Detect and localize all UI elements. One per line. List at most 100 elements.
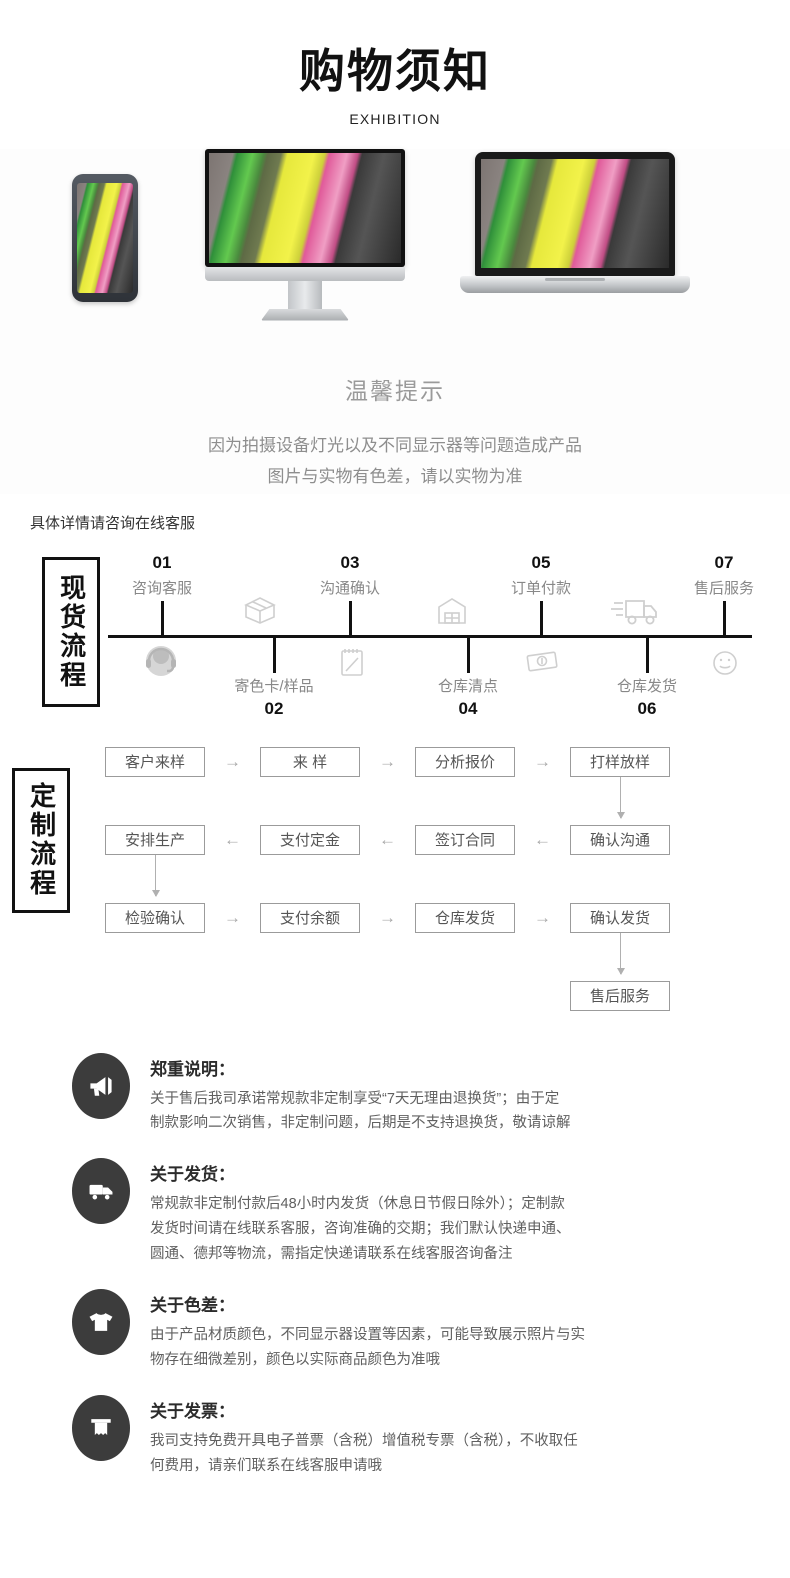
timeline-step-04-tick <box>467 636 470 673</box>
note-invoice: 关于发票： 我司支持免费开具电子普票（含税）增值税专票（含税），不收取任 何费用… <box>30 1395 760 1479</box>
note-shipping-body: 关于发货： 常规款非定制付款后48小时内发货（休息日节假日除外）；定制款 发货时… <box>150 1158 760 1267</box>
flow-connector-down-1 <box>617 776 625 819</box>
notepad-icon <box>330 639 374 683</box>
custom-process-badge-label: 定制流程 <box>26 782 57 899</box>
note-shipping-line-3: 圆通、德邦等物流，需指定快递请联系在线客服咨询备注 <box>150 1246 513 1263</box>
flow-grid: 客户来样 → 来 样 → 分析报价 → 打样放样 安排生产 ← 支付定金 ← 签… <box>105 746 670 1059</box>
note-statement-line-2: 制款影响二次销售，非定制问题，后期是不支持退换货，敬请谅解 <box>150 1115 571 1132</box>
flow-connector-down-2 <box>152 854 160 897</box>
monitor-chin <box>205 266 405 281</box>
consult-note: 具体详情请咨询在线客服 <box>30 514 196 532</box>
page-header: 购物须知 EXHIBITION <box>0 0 790 127</box>
timeline-step-05-number: 05 <box>531 552 551 572</box>
flow-box-warehouse-shipping[interactable]: 仓库发货 <box>415 902 515 933</box>
tshirt-icon <box>72 1289 130 1356</box>
flow-box-pay-balance[interactable]: 支付余额 <box>260 902 360 933</box>
flow-box-pay-deposit[interactable]: 支付定金 <box>260 824 360 855</box>
note-color-difference-line-2: 物存在细微差别，颜色以实际商品颜色为准哦 <box>150 1352 440 1369</box>
monitor-stand-neck <box>288 280 322 309</box>
page-subtitle: EXHIBITION <box>349 110 441 127</box>
flow-box-sign-contract[interactable]: 签订合同 <box>415 824 515 855</box>
delivery-truck-icon <box>72 1158 130 1225</box>
smiley-icon <box>703 641 747 685</box>
laptop-screen-stripes <box>481 158 669 268</box>
box-icon <box>238 587 282 631</box>
note-statement-heading: 郑重说明： <box>150 1059 235 1079</box>
note-shipping-line-2: 发货时间请在线联系客服，咨询准确的交期；我们默认快递申通、 <box>150 1221 571 1238</box>
flow-box-customer-sample[interactable]: 客户来样 <box>105 746 205 777</box>
note-invoice-body: 关于发票： 我司支持免费开具电子普票（含税）增值税专票（含税），不收取任 何费用… <box>150 1395 760 1479</box>
note-invoice-heading: 关于发票： <box>150 1402 235 1422</box>
devices-showcase: 温馨提示 因为拍摄设备灯光以及不同显示器等问题造成产品 图片与实物有色差，请以实… <box>0 148 790 494</box>
laptop-device <box>460 151 690 293</box>
note-color-difference-body: 关于色差： 由于产品材质颜色，不同显示器设置等因素，可能导致展示照片与实 物存在… <box>150 1289 760 1373</box>
flow-box-analysis-quote[interactable]: 分析报价 <box>415 746 515 777</box>
flow-arrow-left-icon: ← <box>534 830 551 850</box>
flow-arrow-right-icon: → <box>224 908 241 928</box>
flow-arrow-right-icon: → <box>534 908 551 928</box>
flow-arrow-left-icon: ← <box>379 830 396 850</box>
page-title: 购物须知 <box>299 45 491 97</box>
timeline-step-01-number: 01 <box>152 552 172 572</box>
custom-process-badge: 定制流程 <box>12 767 70 913</box>
note-invoice-line-2: 何费用，请亲们联系在线客服申请哦 <box>150 1458 382 1475</box>
timeline-step-02-tick <box>273 636 276 673</box>
timeline-step-05-label: 订单付款 <box>510 579 571 597</box>
note-statement: 郑重说明： 关于售后我司承诺常规款非定制享受“7天无理由退换货”；由于定 制款影… <box>30 1052 760 1137</box>
note-color-difference: 关于色差： 由于产品材质颜色，不同显示器设置等因素，可能导致展示照片与实 物存在… <box>30 1289 760 1373</box>
flow-connector-down-3 <box>617 932 625 975</box>
flow-row-2: 安排生产 ← 支付定金 ← 签订合同 ← 确认沟通 <box>105 824 670 855</box>
monitor-screen <box>209 152 401 263</box>
flow-box-confirm-communication[interactable]: 确认沟通 <box>570 824 670 855</box>
note-shipping-line-1: 常规款非定制付款后48小时内发货（休息日节假日除外）；定制款 <box>150 1196 565 1213</box>
note-invoice-line-1: 我司支持免费开具电子普票（含税）增值税专票（含税），不收取任 <box>150 1433 578 1450</box>
timeline-step-07-tick <box>723 600 726 636</box>
phone-screen-stripes <box>77 182 133 293</box>
tip-line-1: 因为拍摄设备灯光以及不同显示器等问题造成产品 <box>208 435 582 455</box>
stock-process-badge: 现货流程 <box>42 556 100 707</box>
headset-operator-icon <box>139 639 183 683</box>
note-color-difference-heading: 关于色差： <box>150 1296 235 1316</box>
flow-arrow-right-icon: → <box>379 752 396 772</box>
megaphone-icon <box>72 1052 130 1119</box>
timeline-step-01-label: 咨询客服 <box>131 579 192 597</box>
flow-box-confirm-shipment[interactable]: 确认发货 <box>570 902 670 933</box>
flow-box-incoming-sample[interactable]: 来 样 <box>260 746 360 777</box>
warehouse-icon <box>430 587 474 631</box>
flow-arrow-left-icon: ← <box>224 830 241 850</box>
monitor-screen-stripes <box>209 152 401 263</box>
monitor-device <box>205 148 405 321</box>
timeline-step-03-tick <box>349 600 352 636</box>
flow-arrow-right-icon: → <box>224 752 241 772</box>
note-statement-line-1: 关于售后我司承诺常规款非定制享受“7天无理由退换货”；由于定 <box>150 1090 560 1107</box>
phone-screen <box>77 182 133 293</box>
monitor-stand-base <box>261 308 349 321</box>
note-color-difference-line-1: 由于产品材质颜色，不同显示器设置等因素，可能导致展示照片与实 <box>150 1327 585 1344</box>
flow-box-proofing[interactable]: 打样放样 <box>570 746 670 777</box>
tip-line-2: 图片与实物有色差，请以实物为准 <box>267 466 523 486</box>
stock-process-badge-label: 现货流程 <box>56 573 87 690</box>
flow-box-inspection-confirm[interactable]: 检验确认 <box>105 902 205 933</box>
tip-body: 因为拍摄设备灯光以及不同显示器等问题造成产品 图片与实物有色差，请以实物为准 <box>0 430 790 493</box>
timeline-step-03-number: 03 <box>340 552 360 572</box>
timeline-step-06-label: 仓库发货 <box>616 677 677 695</box>
flow-box-arrange-production[interactable]: 安排生产 <box>105 824 205 855</box>
flow-box-after-sales[interactable]: 售后服务 <box>570 980 670 1011</box>
custom-process-section: 定制流程 客户来样 → 来 样 → 分析报价 → 打样放样 安排生产 ← 支付定… <box>0 733 790 1033</box>
timeline-step-06-number: 06 <box>637 698 657 718</box>
timeline-step-04-number: 04 <box>458 698 478 718</box>
money-icon <box>520 639 564 683</box>
timeline-step-02-number: 02 <box>264 698 284 718</box>
notes-section: 郑重说明： 关于售后我司承诺常规款非定制享受“7天无理由退换货”；由于定 制款影… <box>0 1033 790 1479</box>
timeline-axis <box>108 634 752 638</box>
note-statement-body: 郑重说明： 关于售后我司承诺常规款非定制享受“7天无理由退换货”；由于定 制款影… <box>150 1053 760 1137</box>
timeline-step-03-label: 沟通确认 <box>319 579 380 597</box>
flow-row-3: 检验确认 → 支付余额 → 仓库发货 → 确认发货 <box>105 902 670 933</box>
phone-device <box>72 173 138 302</box>
flow-arrow-right-icon: → <box>534 752 551 772</box>
tip-title: 温馨提示 <box>345 377 445 404</box>
stock-process-section: 具体详情请咨询在线客服 现货流程 01 咨询客服 寄色卡/样品 02 03 <box>0 512 790 727</box>
flow-row-4: 售后服务 <box>570 980 670 1011</box>
timeline-step-05-tick <box>540 600 543 636</box>
laptop-screen <box>481 158 669 268</box>
